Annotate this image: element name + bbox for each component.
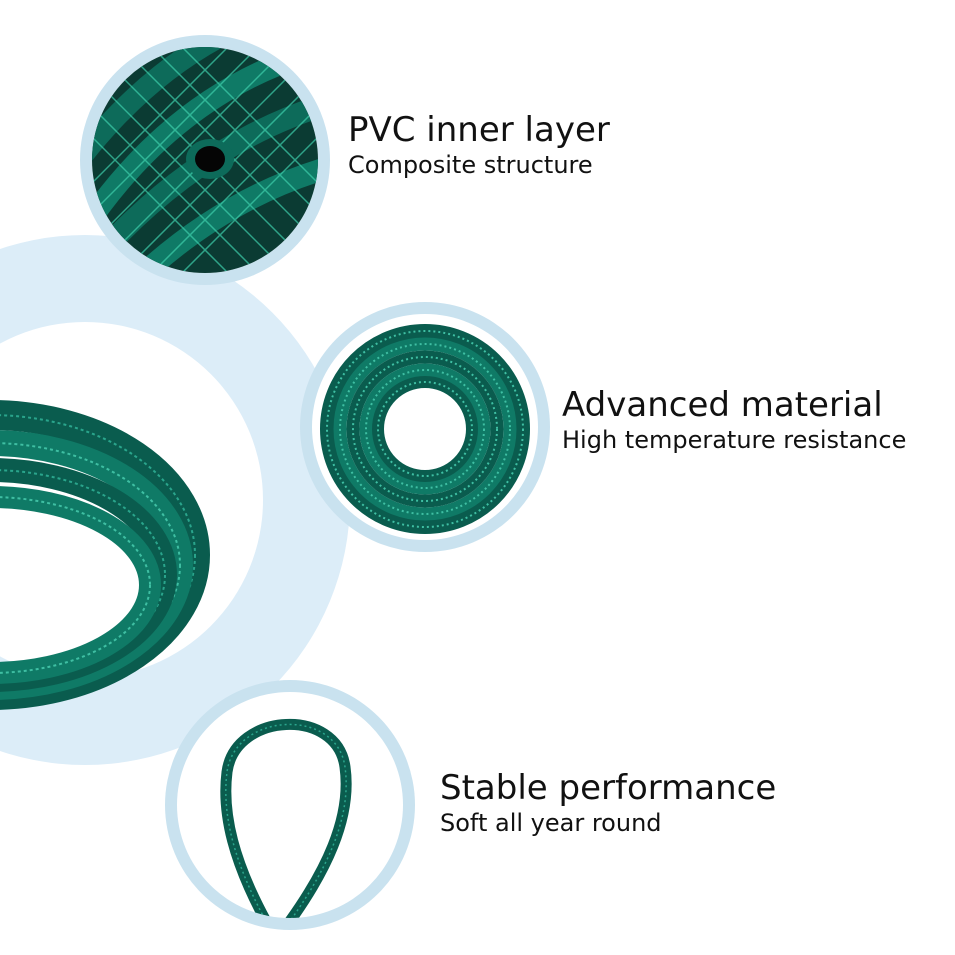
feature-image-performance xyxy=(165,680,415,930)
feature-title: PVC inner layer xyxy=(348,110,610,150)
feature-subtitle: Composite structure xyxy=(348,151,593,179)
feature-subtitle: Soft all year round xyxy=(440,809,662,837)
feature-subtitle: High temperature resistance xyxy=(562,426,907,454)
feature-title: Advanced material xyxy=(562,385,883,425)
feature-title: Stable performance xyxy=(440,768,777,808)
coiled-hose-image xyxy=(0,400,210,710)
feature-image-material xyxy=(300,302,550,552)
feature-image-pvc xyxy=(80,35,330,285)
